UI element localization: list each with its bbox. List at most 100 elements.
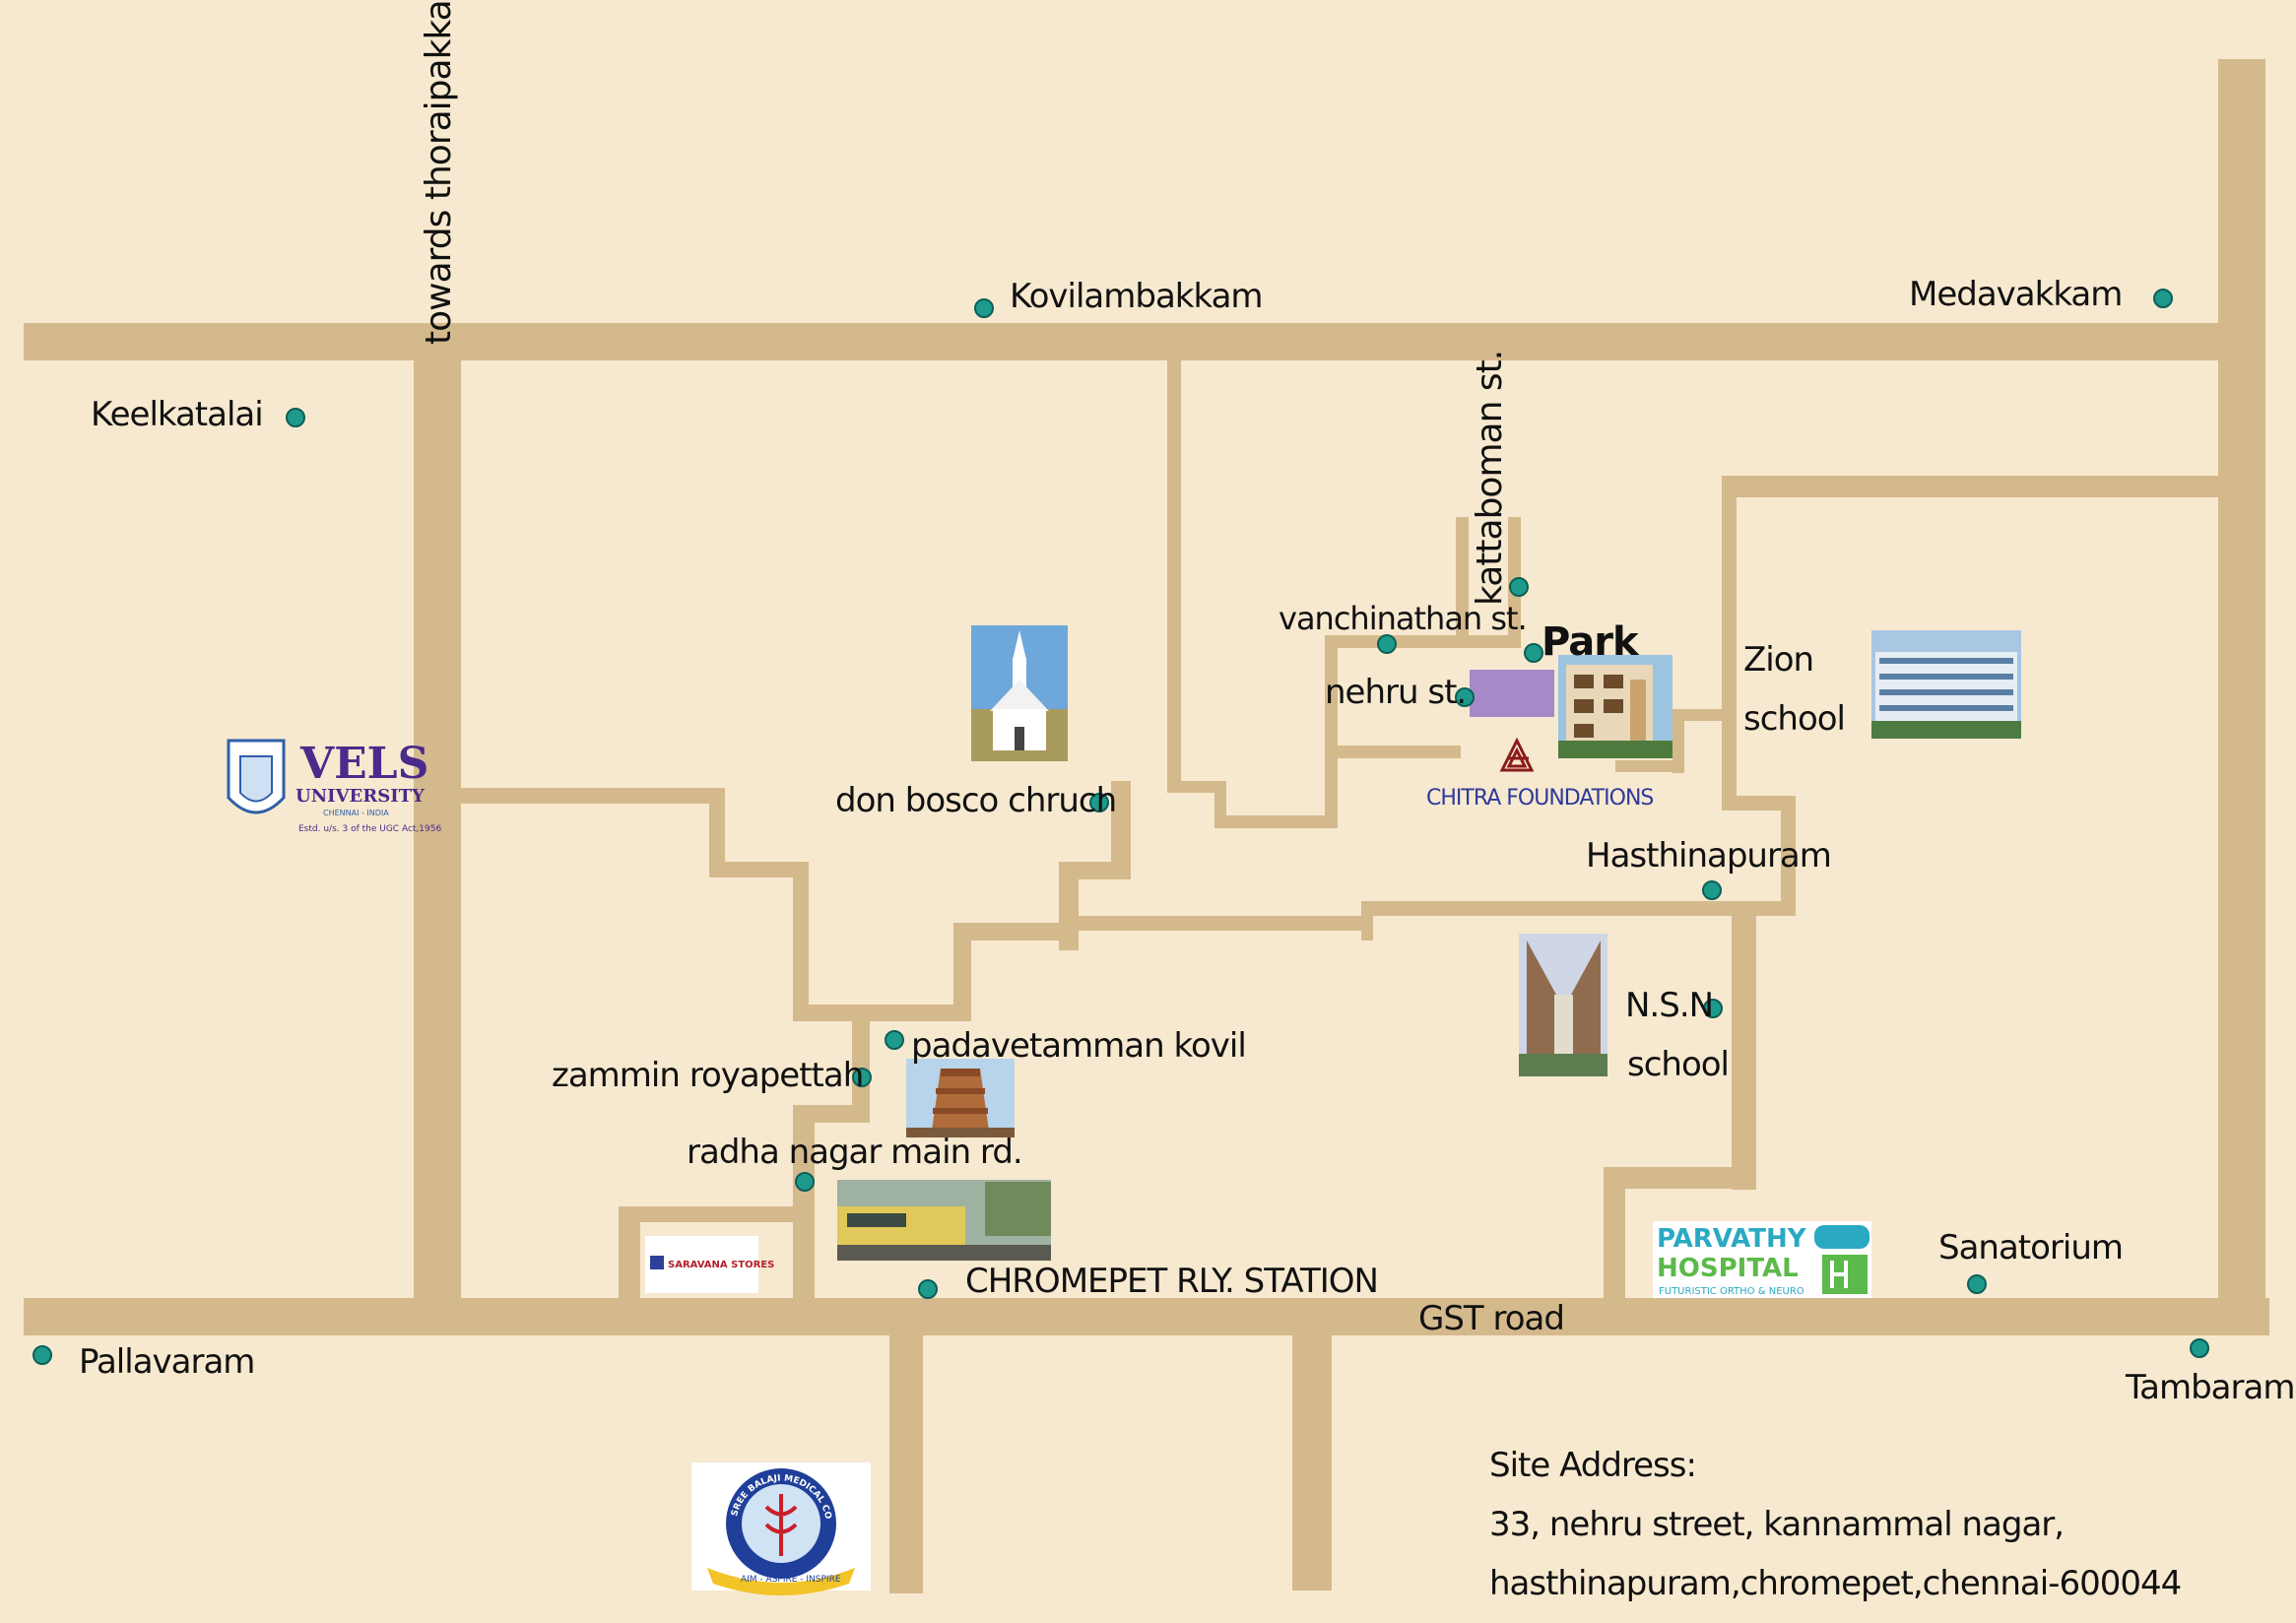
site-address-heading: Site Address: <box>1489 1446 1697 1485</box>
site-plot <box>1470 670 1554 717</box>
radha-nagar-road <box>793 1105 815 1302</box>
parvathy-logo-line2: HOSPITAL <box>1657 1254 1799 1283</box>
vels-logo: VELS UNIVERSITY CHENNAI - INDIA Estd. u/… <box>227 739 441 834</box>
south-road-east <box>1292 1330 1332 1591</box>
padavetamman-label: padavetamman kovil <box>911 1026 1247 1066</box>
hasthinapuram-road-west <box>1078 916 1369 931</box>
gst-road-label: GST road <box>1418 1299 1565 1338</box>
saravana-logo: SARAVANA STORES <box>645 1236 774 1293</box>
balaji-logo-motto: AIM - ASPIRE - INSPIRE <box>741 1575 841 1585</box>
west-road <box>453 788 719 804</box>
keelkatalai-marker <box>286 408 305 427</box>
nsn-road <box>1732 914 1756 1190</box>
vels-logo-name: VELS <box>299 739 428 789</box>
zion-school-image <box>1871 630 2021 739</box>
west-road-down-2 <box>793 862 809 1019</box>
hasthinapuram-road <box>1361 901 1796 916</box>
parvathy-logo: PARVATHY HOSPITAL FUTURISTIC ORTHO & NEU… <box>1653 1221 1871 1298</box>
vels-logo-loc: CHENNAI - INDIA <box>323 809 389 817</box>
temple-image <box>906 1059 1015 1137</box>
nehru-street-label: nehru st. <box>1325 673 1467 712</box>
site-building-image <box>1558 655 1673 758</box>
parvathy-logo-line3: FUTURISTIC ORTHO & NEURO <box>1659 1286 1804 1297</box>
central-north-road <box>1167 359 1181 793</box>
south-road-west <box>889 1330 923 1593</box>
nsn-label-line1: N.S.N <box>1625 986 1714 1025</box>
central-road-link <box>1214 815 1338 828</box>
chitra-logo-icon <box>1499 737 1535 772</box>
kattaboman-street-label: kattaboman st. <box>1470 350 1510 606</box>
west-road-east <box>709 862 808 877</box>
kovilambakkam-label: Kovilambakkam <box>1010 277 1264 316</box>
site-link-bottom <box>1615 760 1684 772</box>
stair-road-1 <box>1111 781 1131 879</box>
zammin-marker <box>852 1068 872 1087</box>
zion-road-down <box>1781 796 1796 916</box>
zammin-label: zammin royapettah <box>552 1056 864 1095</box>
medavakkam-marker <box>2153 289 2173 308</box>
west-road-down-1 <box>709 788 725 875</box>
train-image <box>837 1180 1051 1261</box>
hasthinapuram-marker <box>1702 880 1722 900</box>
chromepet-station-marker <box>918 1279 938 1299</box>
nsn-school-image <box>1519 934 1607 1076</box>
zion-label-line1: Zion <box>1743 640 1814 680</box>
vanchinathan-marker <box>1377 634 1397 654</box>
site-road-west <box>1325 635 1338 828</box>
thoraipakkam-road-label: towards thoraipakkam <box>419 0 459 345</box>
zion-road-left <box>1722 476 1737 811</box>
pallavaram-marker <box>33 1345 52 1365</box>
site-link-road <box>1673 709 1734 721</box>
parvathy-logo-line1: PARVATHY <box>1657 1224 1807 1254</box>
chitra-logo-text: CHITRA FOUNDATIONS <box>1426 786 1653 811</box>
vanchinathan-street-label: vanchinathan st. <box>1279 600 1528 637</box>
zion-label-line2: school <box>1743 699 1846 739</box>
stair-road-4 <box>953 923 1079 941</box>
don-bosco-marker <box>1089 793 1109 812</box>
kattaboman-left <box>1456 517 1469 648</box>
saravana-road-top <box>619 1206 796 1222</box>
hasthinapuram-label: Hasthinapuram <box>1586 836 1832 876</box>
site-address-line1: 33, nehru street, kannammal nagar, <box>1489 1505 2065 1544</box>
site-address-line2: hasthinapuram,chromepet,chennai-600044 <box>1489 1564 2182 1603</box>
vels-logo-estd: Estd. u/s. 3 of the UGC Act,1956 <box>298 824 441 834</box>
pallavaram-label: Pallavaram <box>79 1342 255 1382</box>
gst-road <box>24 1298 2269 1335</box>
nsn-road-south <box>1604 1167 1625 1305</box>
zion-road-top <box>1722 476 2234 497</box>
stair-road-6 <box>793 1005 971 1021</box>
stair-road-5 <box>953 923 971 1021</box>
nsn-road-bend <box>1604 1167 1756 1189</box>
nsn-label-line2: school <box>1627 1045 1730 1084</box>
saravana-road-left <box>619 1206 640 1301</box>
sanatorium-label: Sanatorium <box>1938 1228 2124 1267</box>
vels-logo-sub: UNIVERSITY <box>295 786 426 807</box>
saravana-logo-text: SARAVANA STORES <box>668 1260 774 1270</box>
sanatorium-marker <box>1967 1274 1987 1294</box>
tambaram-label: Tambaram <box>2126 1368 2295 1407</box>
vanchinathan-road <box>1325 635 1517 648</box>
zammin-road <box>852 1005 870 1123</box>
tambaram-marker <box>2190 1338 2209 1358</box>
central-road-east <box>1167 781 1226 793</box>
padavetamman-marker <box>885 1030 904 1050</box>
chromepet-station-label: CHROMEPET RLY. STATION <box>965 1262 1379 1301</box>
roads <box>24 59 2269 1593</box>
don-bosco-label: don bosco chruch <box>835 781 1117 820</box>
nehru-marker <box>1455 687 1475 707</box>
nehru-road <box>1325 746 1461 758</box>
top-main-road <box>24 323 2230 360</box>
site-link-down <box>1673 709 1684 773</box>
church-image <box>971 625 1068 761</box>
medavakkam-label: Medavakkam <box>1909 275 2123 314</box>
nsn-school-marker <box>1703 999 1723 1018</box>
thoraipakkam-road <box>414 340 461 1300</box>
keelkatalai-label: Keelkatalai <box>91 395 264 434</box>
hasthinapuram-jog <box>1361 901 1373 941</box>
site-address: Site Address: 33, nehru street, kannamma… <box>1489 1436 2182 1613</box>
kovilambakkam-marker <box>974 298 994 318</box>
zion-road-bend <box>1722 796 1796 811</box>
kattaboman-marker <box>1509 577 1529 597</box>
radha-nagar-marker <box>795 1172 815 1192</box>
